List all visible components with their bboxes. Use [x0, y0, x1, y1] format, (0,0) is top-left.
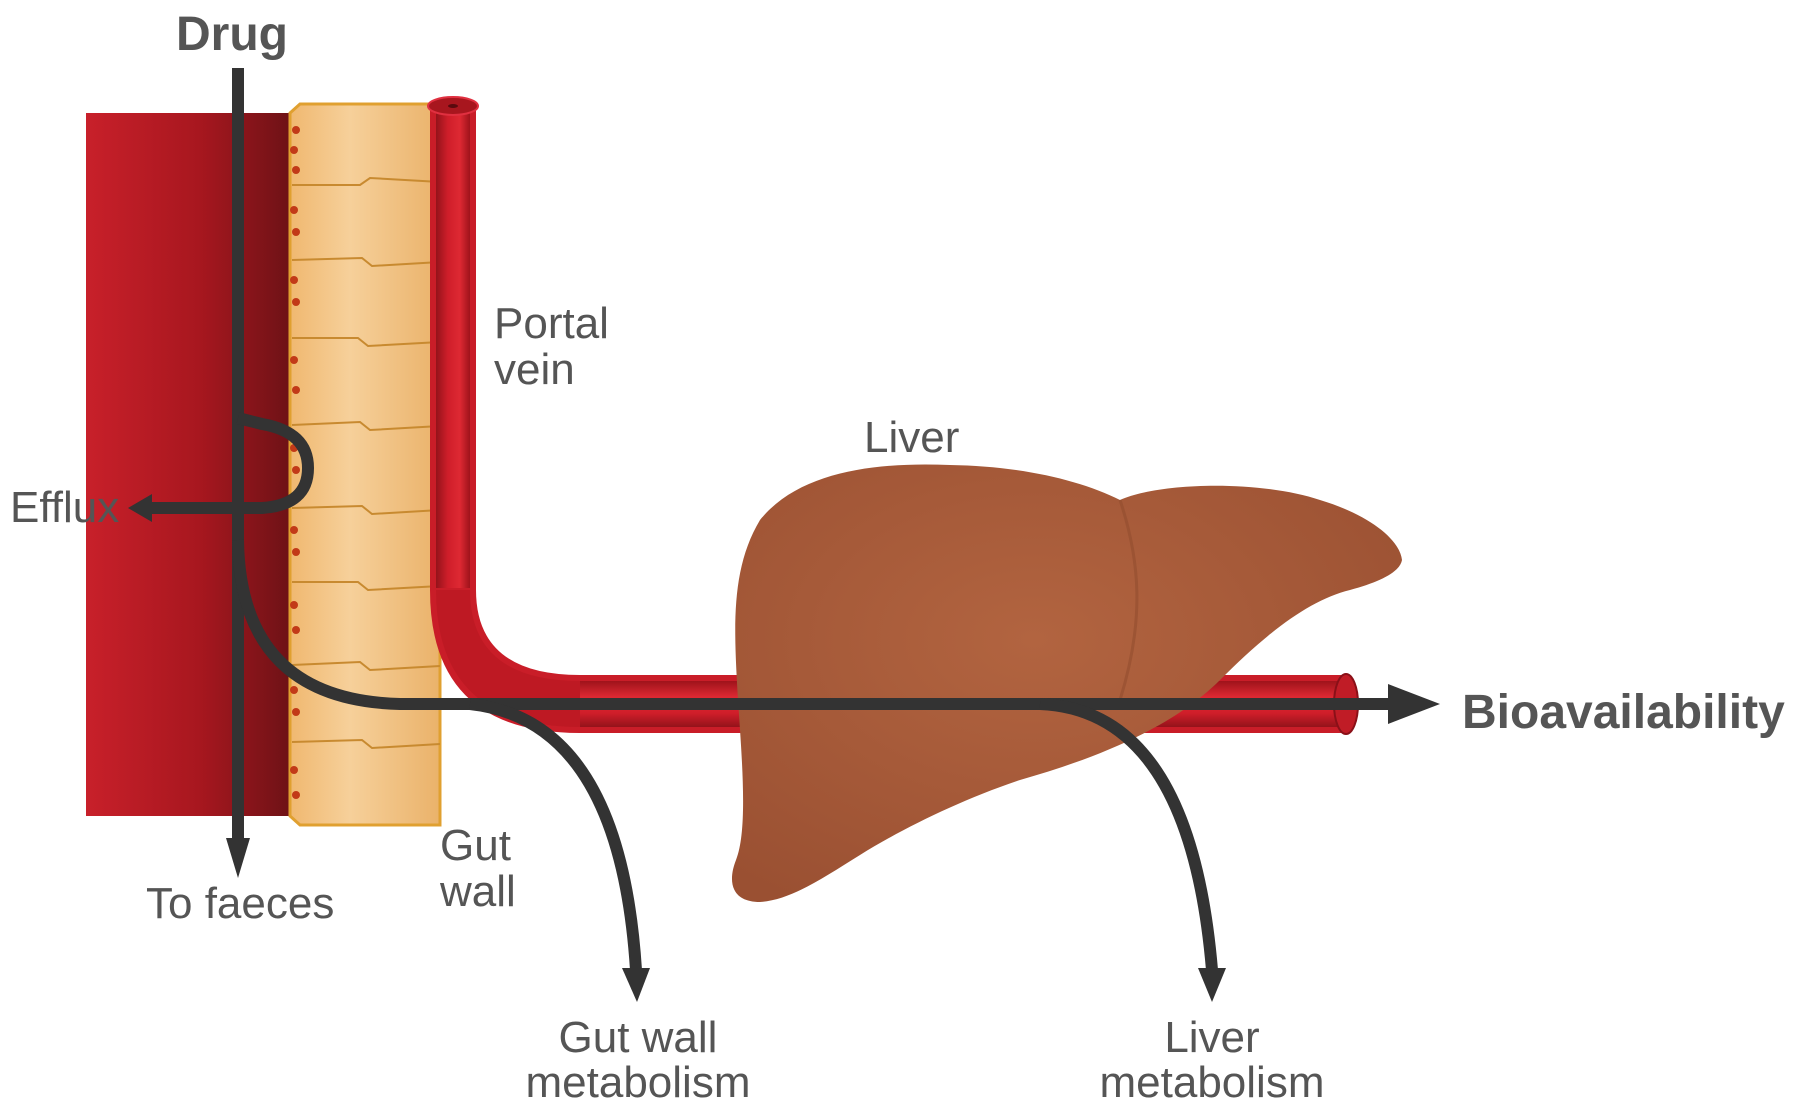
gut-wall-label-line1: Gut [440, 821, 511, 870]
liver-metabolism-label-line1: Liver [1164, 1013, 1259, 1062]
to-faeces-label: To faeces [146, 879, 334, 928]
drug-label: Drug [176, 8, 288, 61]
gut-wall-metabolism-label-line2: metabolism [526, 1058, 751, 1101]
efflux-label: Efflux [10, 483, 119, 532]
portal-vein-label-line1: Portal [494, 299, 609, 348]
liver-metabolism-label-line2: metabolism [1100, 1058, 1325, 1101]
gut-lumen [86, 113, 290, 816]
bioavailability-label: Bioavailability [1462, 686, 1785, 739]
gut-wall-metabolism-label-line1: Gut wall [559, 1013, 718, 1062]
liver-label: Liver [864, 413, 959, 462]
gut-wall-label-line2: wall [439, 867, 516, 916]
portal-vein-label-line2: vein [494, 345, 575, 394]
